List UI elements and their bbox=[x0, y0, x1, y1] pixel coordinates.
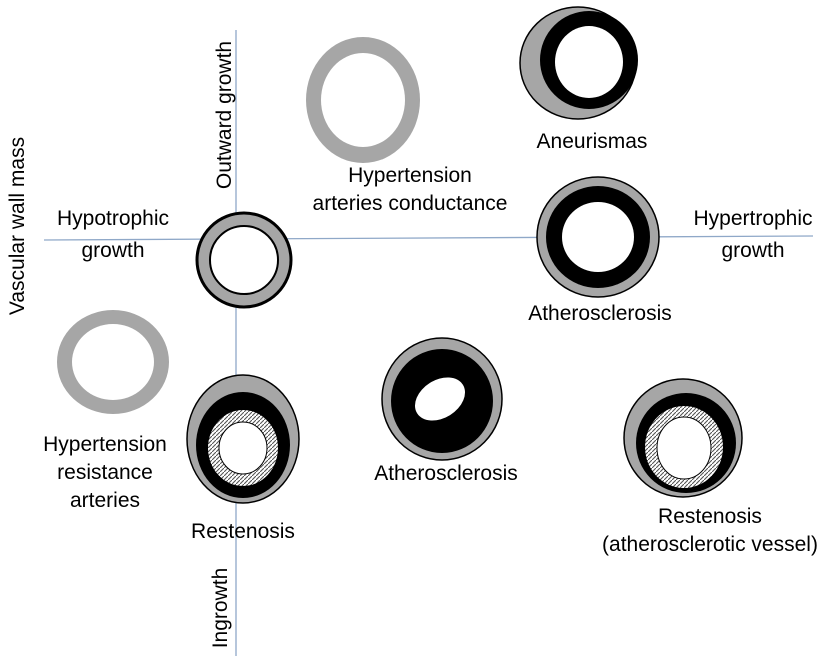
aneurismas-vessel bbox=[520, 7, 638, 119]
hypotrophic-growth-label: Hypotrophic growth bbox=[38, 206, 188, 264]
atherosclerosis-outward-vessel bbox=[537, 177, 659, 297]
hypertension-conductance-vessel bbox=[306, 37, 420, 163]
aneurismas-label: Aneurismas bbox=[512, 129, 672, 155]
restenosis-vessel bbox=[187, 375, 299, 503]
atherosclerosis-outward-label: Atherosclerosis bbox=[510, 301, 690, 327]
restenosis-label: Restenosis bbox=[173, 519, 313, 545]
atherosclerosis-inward-label: Atherosclerosis bbox=[356, 461, 536, 487]
ingrowth-label: Ingrowth bbox=[208, 558, 234, 658]
atherosclerosis-inward-vessel bbox=[382, 338, 502, 460]
restenosis-athero-label: Restenosis (atherosclerotic vessel) bbox=[590, 504, 830, 558]
hypertension-resistance-vessel bbox=[57, 310, 169, 414]
normal-vessel bbox=[197, 213, 291, 307]
restenosis-atherosclerotic-vessel bbox=[624, 379, 742, 497]
hypertrophic-growth-label: Hypertrophic growth bbox=[673, 206, 831, 264]
hypertension-resistance-label: Hypertension resistance arteries bbox=[20, 432, 190, 514]
hypertension-conductance-label: Hypertension arteries conductance bbox=[300, 163, 520, 217]
outward-growth-label: Outward growth bbox=[212, 35, 238, 195]
y-axis-label: Vascular wall mass bbox=[5, 136, 31, 316]
